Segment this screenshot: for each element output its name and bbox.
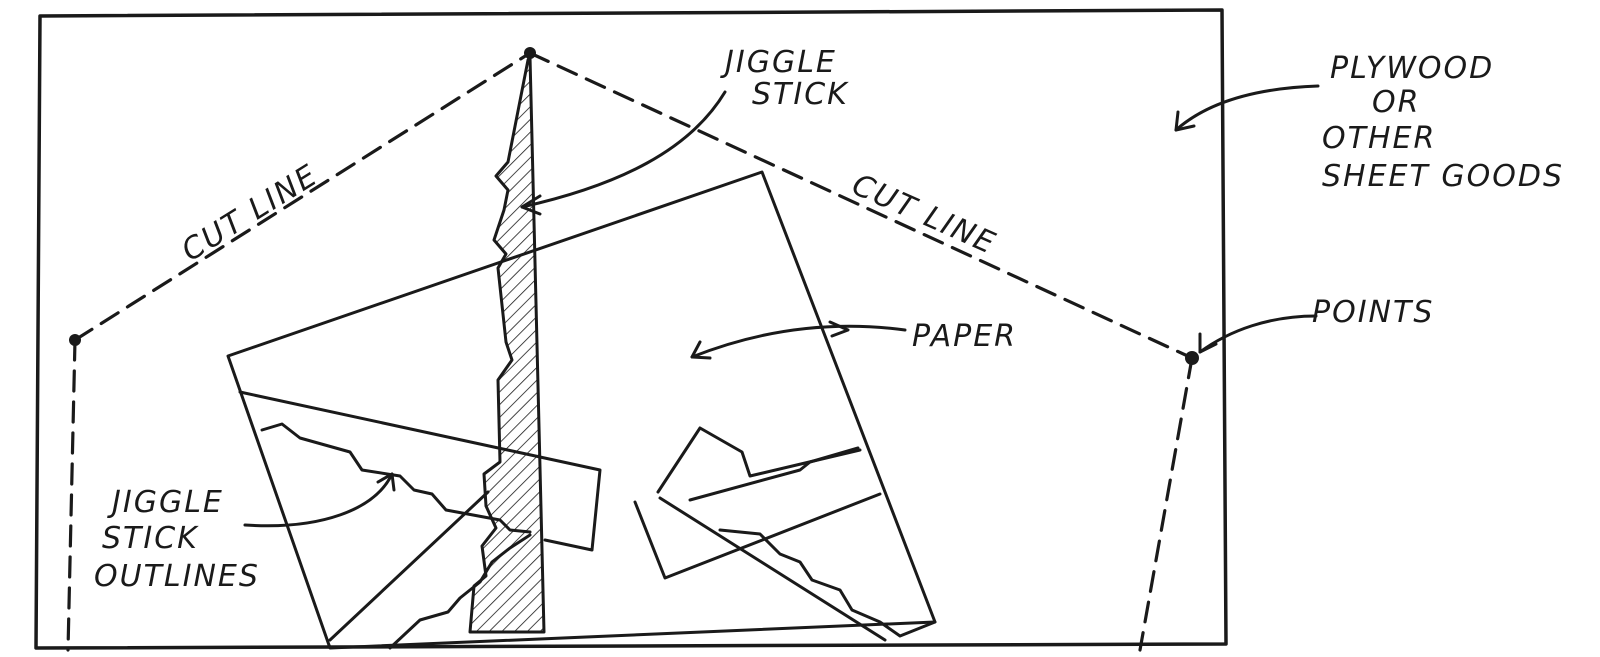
plywood-arrow [1174, 84, 1320, 132]
jiggle-stick-outlines-label: JIGGLE STICK OUTLINES [94, 485, 260, 594]
points-arrow [1198, 314, 1318, 354]
cut-line-left-vertical [66, 338, 77, 652]
plywood-label-line3: OTHER [1322, 121, 1436, 156]
jiggle-stick-arrow [520, 90, 727, 209]
jiggle-stick-outlines-left [238, 390, 602, 650]
jiggle-stick-outlines-right [633, 426, 937, 642]
cut-lines [66, 51, 1194, 652]
labels: CUT LINE CUT LINE JIGGLE STICK PLYWOOD O… [94, 45, 1564, 594]
cut-line-left [73, 51, 532, 342]
plywood-label-line2: OR [1372, 85, 1420, 120]
point-right [1185, 351, 1199, 365]
plywood-label: PLYWOOD OR OTHER SHEET GOODS [1322, 51, 1564, 194]
points-label: POINTS [1312, 295, 1434, 330]
outlines-label-line1: JIGGLE [107, 485, 224, 520]
cut-line-right [528, 51, 1194, 360]
leader-arrows [243, 84, 1320, 528]
outlines-label-line3: OUTLINES [94, 559, 260, 594]
jiggle-stick [468, 55, 546, 634]
plywood-label-line4: SHEET GOODS [1322, 159, 1564, 194]
jiggle-stick-outlines-arrow [243, 472, 394, 528]
plywood-label-line1: PLYWOOD [1330, 51, 1494, 86]
cut-line-right-vertical [1138, 356, 1194, 652]
point-top [524, 47, 536, 59]
paper-sheet [226, 170, 937, 650]
paper-label: PAPER [912, 319, 1017, 354]
plywood-sheet [34, 8, 1228, 650]
point-left [69, 334, 81, 346]
jiggle-stick-label-line2: STICK [752, 77, 849, 112]
jiggle-stick-label-line1: JIGGLE [720, 45, 837, 80]
outlines-label-line2: STICK [102, 521, 199, 556]
cut-line-left-label: CUT LINE [176, 158, 325, 269]
paper-arrow [690, 324, 907, 359]
jiggle-stick-label: JIGGLE STICK [720, 45, 849, 112]
points-markers [69, 47, 1199, 365]
cut-line-right-label: CUT LINE [847, 167, 1002, 262]
